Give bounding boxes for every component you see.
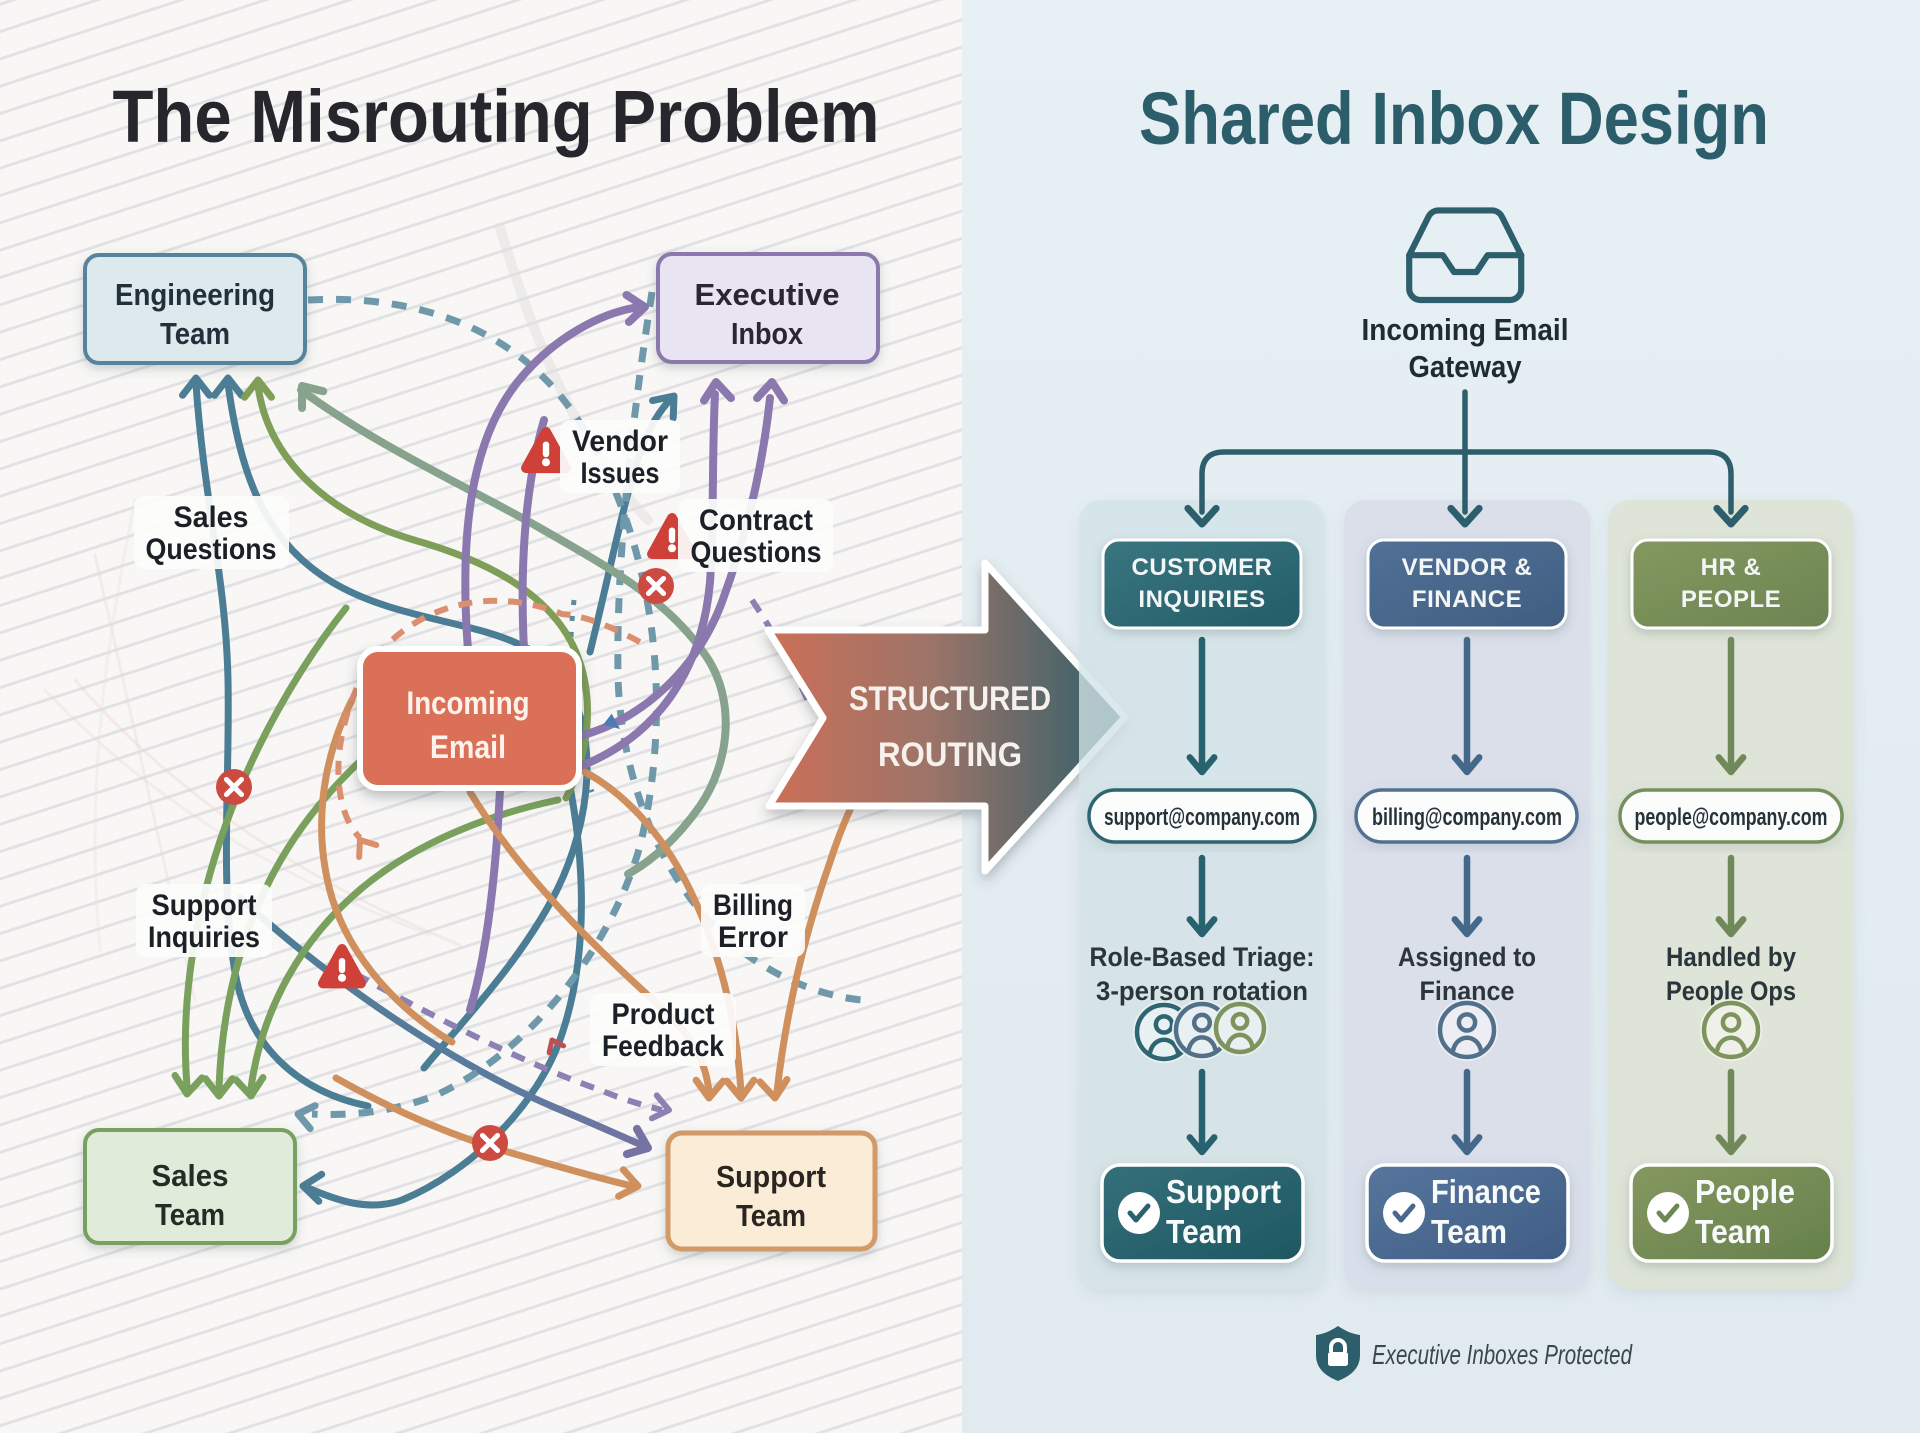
svg-text:Shared Inbox Design: Shared Inbox Design — [1139, 77, 1769, 160]
svg-text:billing@company.com: billing@company.com — [1372, 804, 1562, 831]
svg-text:HR &: HR & — [1701, 554, 1762, 581]
svg-text:Team: Team — [160, 316, 230, 351]
svg-text:Vendor: Vendor — [572, 425, 668, 458]
svg-text:Support: Support — [1166, 1173, 1281, 1210]
svg-text:Questions: Questions — [691, 536, 822, 569]
svg-text:STRUCTURED: STRUCTURED — [849, 680, 1051, 718]
svg-text:PEOPLE: PEOPLE — [1681, 586, 1781, 613]
svg-text:people@company.com: people@company.com — [1635, 804, 1828, 831]
svg-text:The Misrouting Problem: The Misrouting Problem — [113, 75, 880, 158]
svg-text:Executive Inboxes Protected: Executive Inboxes Protected — [1372, 1339, 1633, 1370]
svg-text:CUSTOMER: CUSTOMER — [1132, 554, 1273, 581]
svg-text:Questions: Questions — [146, 533, 277, 566]
svg-text:Finance: Finance — [1431, 1173, 1541, 1210]
svg-text:Assigned to: Assigned to — [1398, 942, 1536, 972]
svg-text:Team: Team — [736, 1198, 806, 1233]
svg-text:Support: Support — [152, 889, 257, 922]
svg-text:Incoming: Incoming — [407, 685, 530, 721]
svg-text:Incoming Email: Incoming Email — [1362, 312, 1569, 347]
svg-text:Sales: Sales — [174, 501, 249, 534]
svg-text:Team: Team — [155, 1197, 225, 1232]
svg-text:Handled by: Handled by — [1666, 942, 1796, 972]
svg-text:Contract: Contract — [699, 504, 813, 537]
svg-text:Engineering: Engineering — [115, 277, 275, 312]
svg-text:Gateway: Gateway — [1409, 349, 1523, 384]
svg-text:Issues: Issues — [581, 457, 660, 490]
svg-text:Billing: Billing — [713, 889, 793, 922]
svg-text:VENDOR &: VENDOR & — [1402, 554, 1533, 581]
svg-text:Inquiries: Inquiries — [148, 921, 260, 954]
svg-text:support@company.com: support@company.com — [1104, 804, 1300, 831]
svg-text:Executive: Executive — [695, 277, 840, 312]
svg-text:Product: Product — [612, 998, 715, 1031]
svg-text:Sales: Sales — [152, 1158, 229, 1193]
svg-text:People: People — [1695, 1173, 1795, 1210]
svg-text:Feedback: Feedback — [602, 1030, 724, 1063]
svg-text:FINANCE: FINANCE — [1412, 586, 1522, 613]
svg-text:Error: Error — [718, 921, 788, 954]
svg-text:Inbox: Inbox — [731, 316, 804, 351]
svg-text:Team: Team — [1695, 1213, 1771, 1250]
svg-text:Team: Team — [1431, 1213, 1507, 1250]
svg-text:ROUTING: ROUTING — [878, 736, 1022, 774]
svg-text:Team: Team — [1166, 1213, 1242, 1250]
svg-text:Support: Support — [716, 1159, 826, 1194]
svg-text:INQUIRIES: INQUIRIES — [1138, 586, 1265, 613]
svg-text:Email: Email — [430, 729, 506, 765]
svg-text:Role-Based Triage:: Role-Based Triage: — [1090, 942, 1315, 972]
